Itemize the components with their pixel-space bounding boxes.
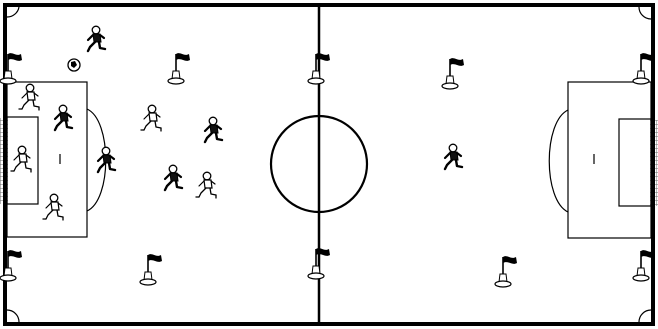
corner-arc-top-left: [7, 7, 19, 17]
corner-flag-icon: [168, 53, 190, 84]
soccer-player-icon: [88, 26, 105, 51]
soccer-player-icon: [98, 147, 115, 172]
corner-arc-bottom-right: [639, 310, 651, 322]
soccer-ball-icon: [68, 59, 80, 71]
soccer-player-icon: [43, 194, 63, 220]
soccer-player-icon: [55, 105, 72, 130]
left-penalty-area: [7, 82, 87, 237]
right-penalty-arc: [549, 110, 568, 212]
soccer-player-icon: [196, 172, 216, 198]
corner-flag-icon: [442, 58, 464, 89]
right-goal-area: [619, 119, 651, 206]
soccer-player-icon: [141, 105, 161, 131]
soccer-player-icon: [19, 84, 39, 110]
right-penalty-area: [568, 82, 651, 238]
corner-flag-icon: [495, 256, 517, 287]
left-penalty-arc: [87, 109, 106, 211]
corner-arc-bottom-left: [7, 310, 19, 322]
corner-arc-top-right: [639, 7, 651, 19]
soccer-player-icon: [165, 165, 182, 190]
soccer-player-icon: [205, 117, 222, 142]
soccer-player-icon: [445, 144, 462, 169]
corner-flag-icon: [140, 254, 162, 285]
soccer-player-icon: [11, 146, 31, 172]
